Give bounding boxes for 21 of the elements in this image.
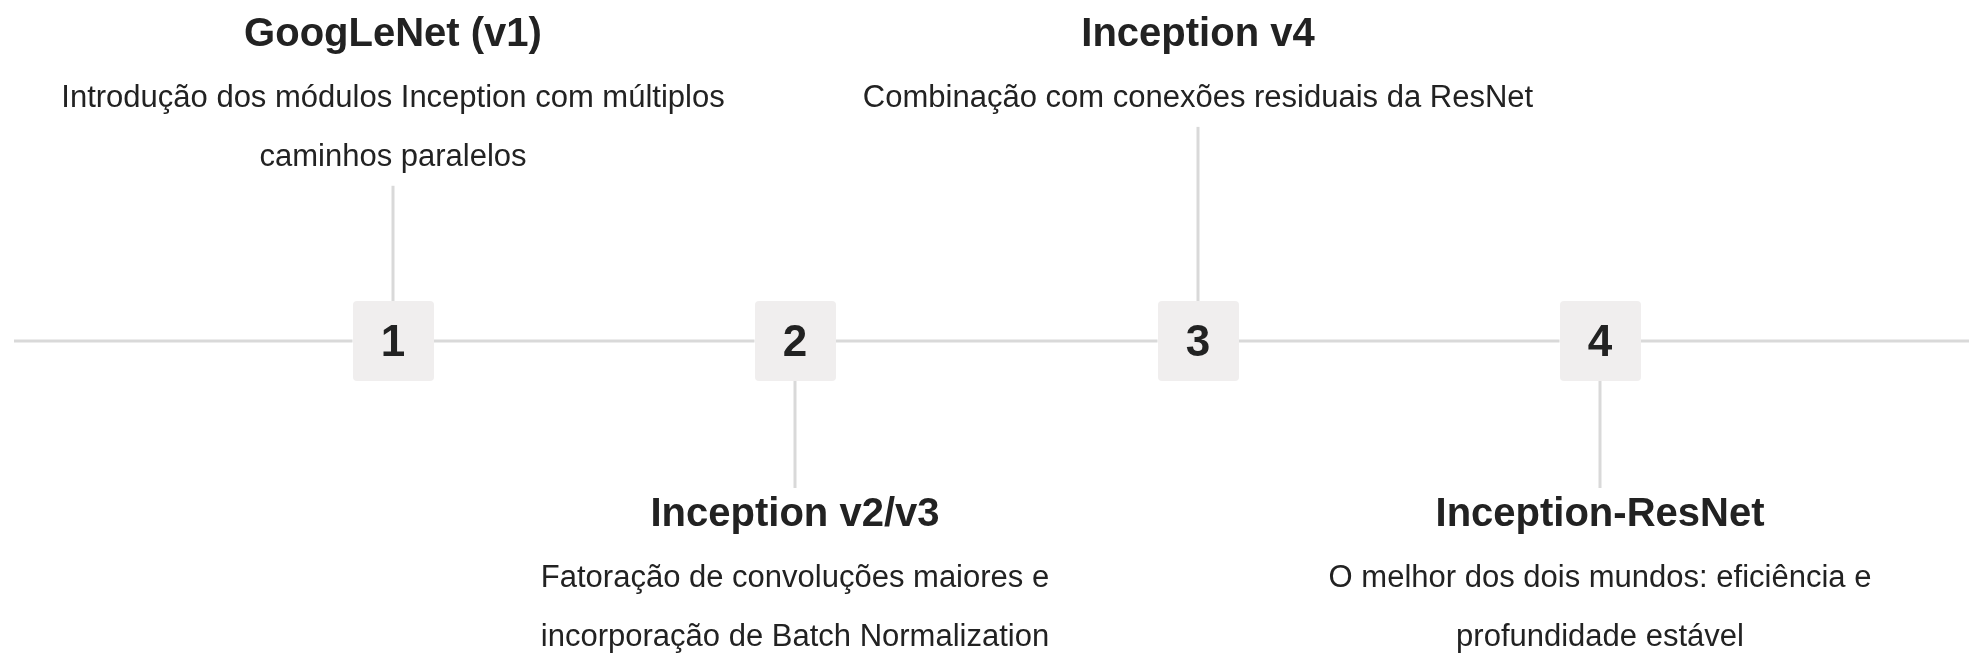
connector-line xyxy=(793,381,797,488)
connector-line xyxy=(835,339,1158,343)
step-number-box: 4 xyxy=(1559,301,1641,381)
step-description: Fatoração de convoluções maiores e incorporação de Batch Normalization xyxy=(539,558,1051,655)
connector-line xyxy=(14,339,353,343)
step-title: GoogLeNet (v1) xyxy=(243,9,543,56)
step-description: O melhor dos dois mundos: eficiência e profundidade estável xyxy=(1327,558,1873,655)
step-number-box: 3 xyxy=(1157,301,1239,381)
connector-line xyxy=(1598,381,1602,488)
connector-line xyxy=(1196,126,1200,301)
connector-line xyxy=(1640,339,1969,343)
step-number-box: 1 xyxy=(352,301,434,381)
connector-line xyxy=(1238,339,1560,343)
connector-line xyxy=(391,185,395,301)
connector-line xyxy=(433,339,755,343)
step-number-box: 2 xyxy=(754,301,836,381)
step-description: Combinação com conexões residuais da ResNet xyxy=(861,78,1535,116)
step-title: Inception-ResNet xyxy=(1434,489,1766,536)
step-title: Inception v4 xyxy=(1080,9,1316,56)
step-title: Inception v2/v3 xyxy=(649,489,941,536)
step-description: Introdução dos módulos Inception com múltiplos caminhos paralelos xyxy=(60,78,726,175)
